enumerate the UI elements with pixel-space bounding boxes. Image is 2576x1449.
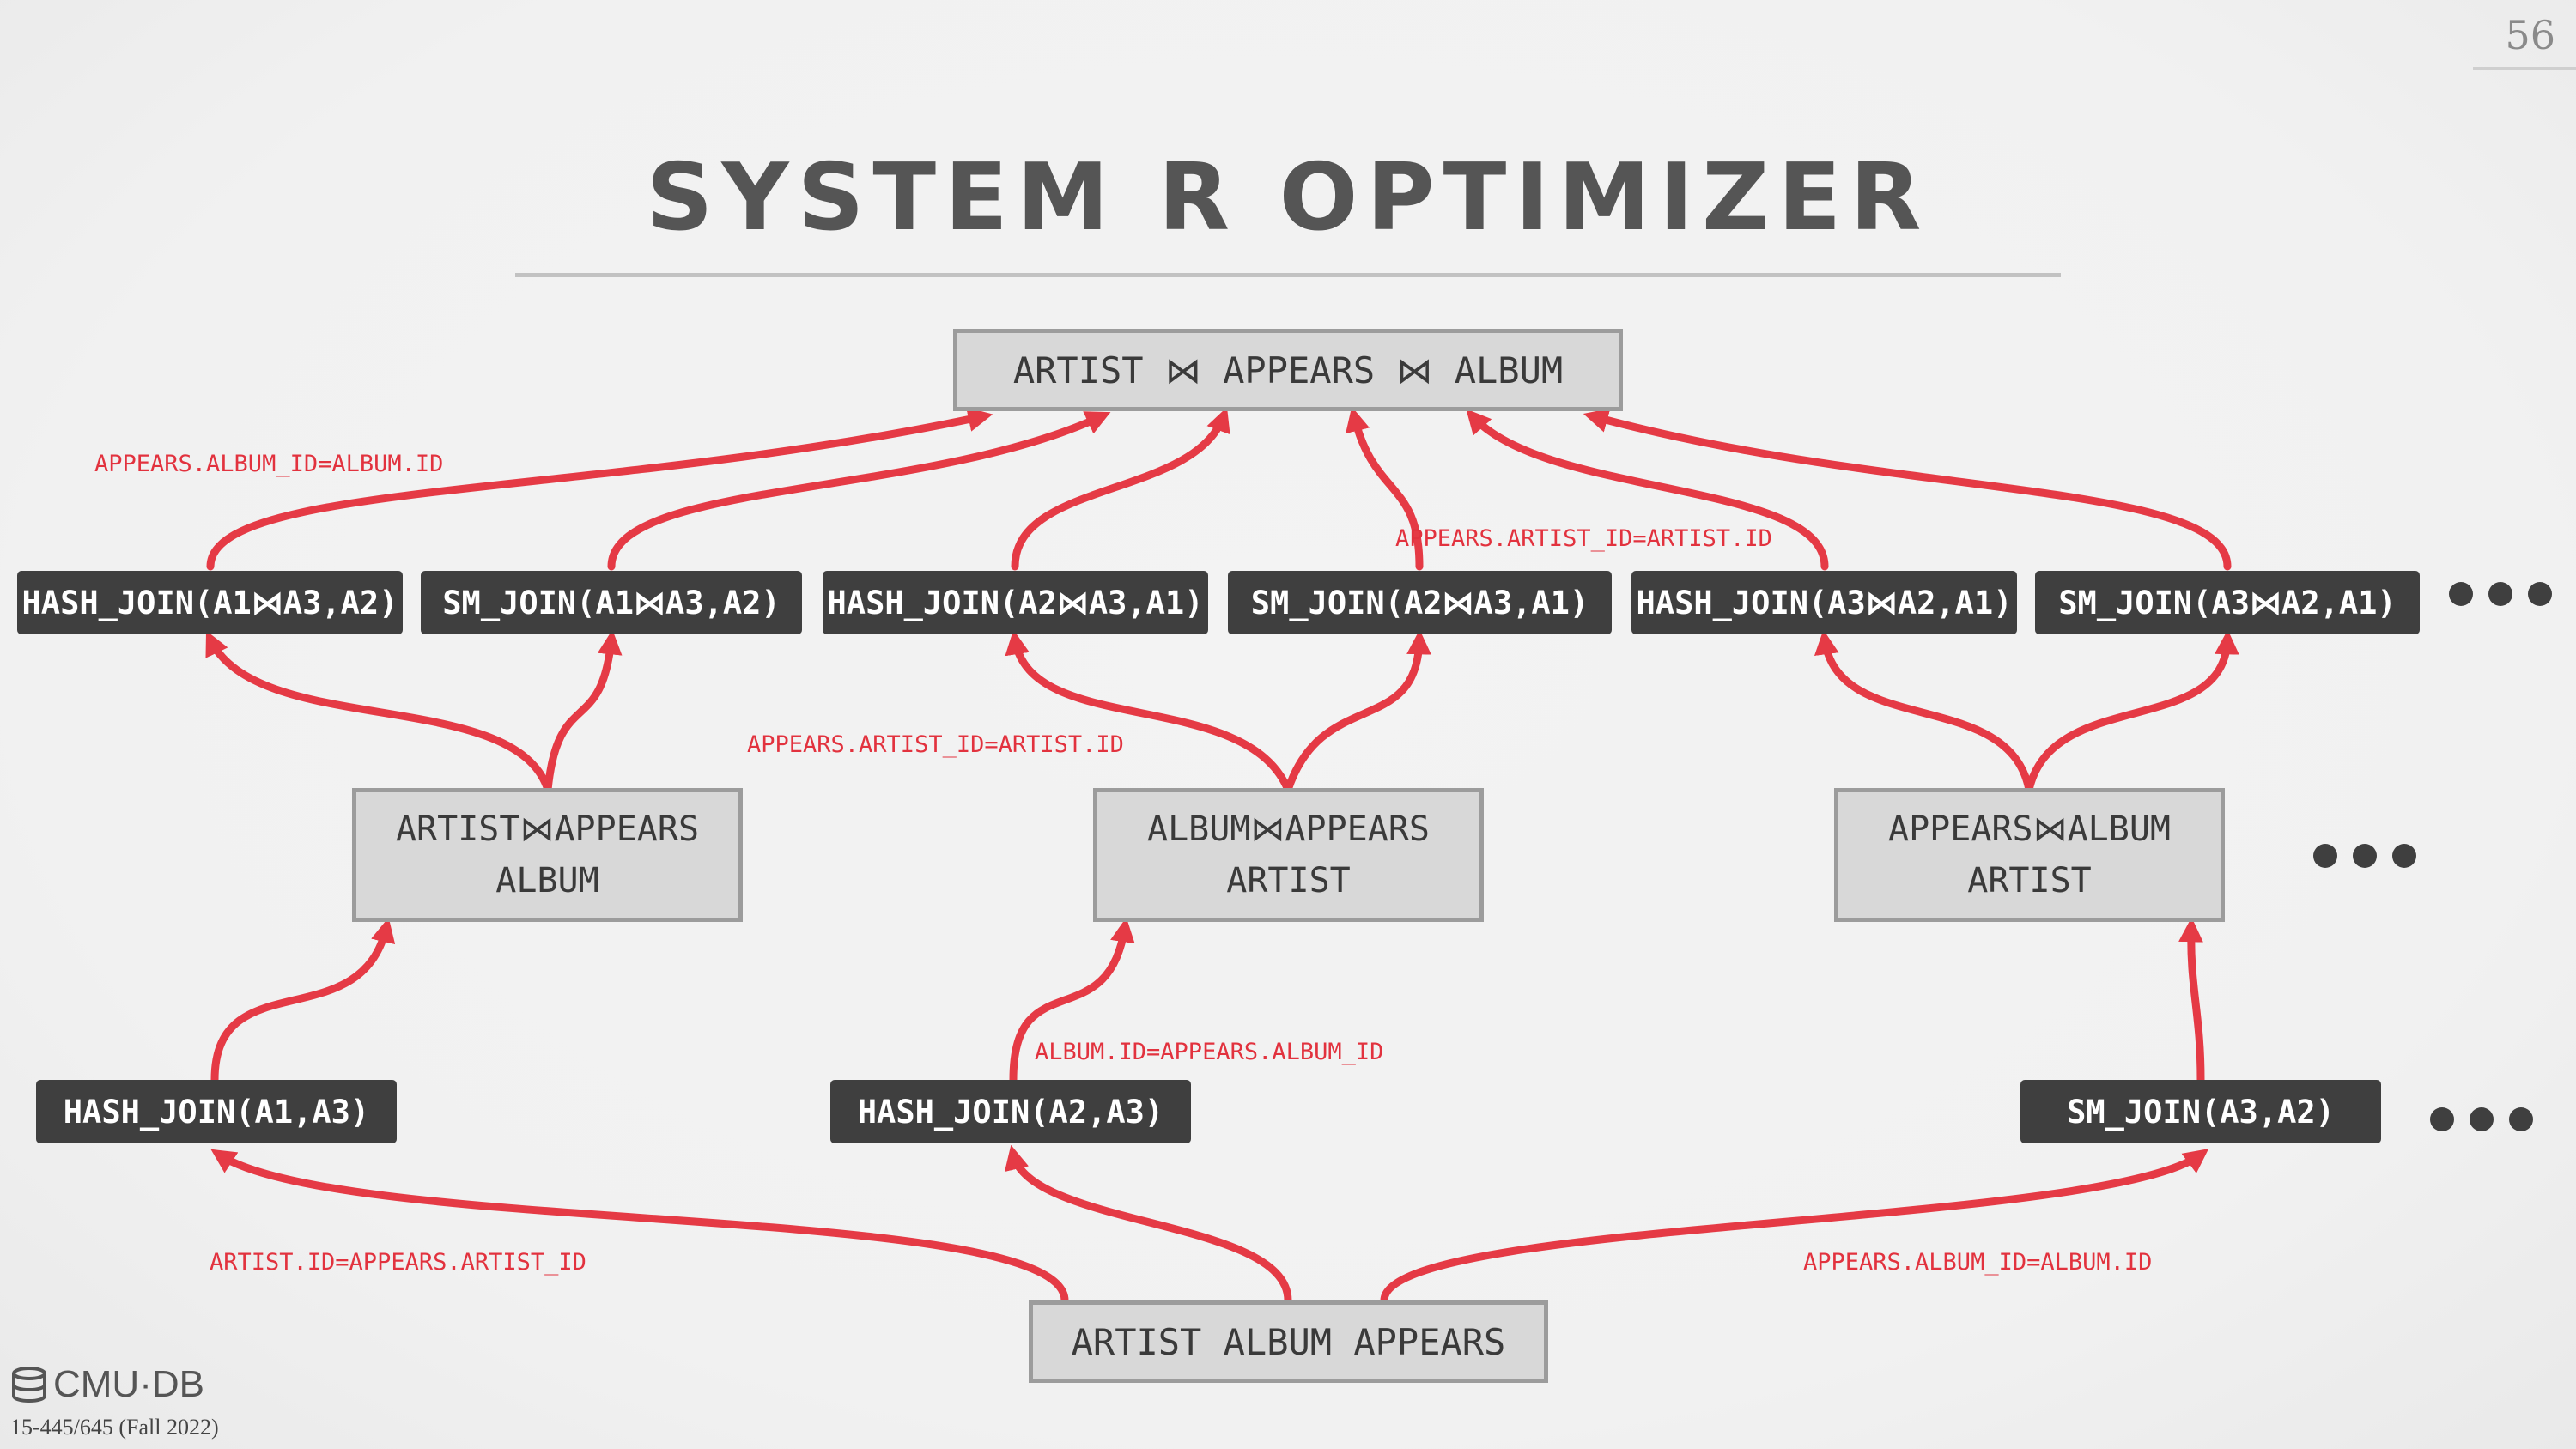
condition-artist-top: APPEARS.ARTIST_ID=ARTIST.ID bbox=[1395, 525, 1772, 552]
node-bottom-artist-album-appears: ARTIST ALBUM APPEARS bbox=[1029, 1300, 1548, 1383]
ellipsis-dot bbox=[2392, 844, 2416, 868]
ellipsis-dot bbox=[2430, 1107, 2454, 1131]
node-mid2-line2: ARTIST bbox=[1226, 861, 1351, 900]
ellipsis-dot bbox=[2488, 582, 2512, 606]
operator-sm-join-a2a3-a1: SM_JOIN(A2⋈A3,A1) bbox=[1228, 571, 1612, 634]
edge-op5-to-top bbox=[1466, 409, 1829, 571]
edge-bottom-to-lop3 bbox=[1380, 1149, 2209, 1305]
condition-artist-mid: APPEARS.ARTIST_ID=ARTIST.ID bbox=[747, 731, 1124, 758]
ellipsis-dot bbox=[2313, 844, 2337, 868]
database-icon bbox=[12, 1367, 46, 1403]
page-number: 56 bbox=[2505, 12, 2555, 58]
slide-title: SYSTEM R OPTIMIZER bbox=[646, 144, 1930, 252]
edge-mid1-to-op2 bbox=[544, 629, 623, 794]
condition-album-mid: ALBUM.ID=APPEARS.ALBUM_ID bbox=[1035, 1039, 1384, 1065]
operator-hash-join-a1-a3: HASH_JOIN(A1,A3) bbox=[36, 1080, 397, 1143]
node-top-label: ARTIST ⋈ APPEARS ⋈ ALBUM bbox=[1012, 349, 1564, 391]
edge-bottom-to-lop1 bbox=[210, 1149, 1069, 1305]
logo-text: CMU·DB bbox=[53, 1363, 204, 1405]
edge-op1-to-top bbox=[206, 407, 993, 571]
edge-mid3-to-op5 bbox=[1814, 629, 2033, 794]
edge-mid2-to-op3 bbox=[1005, 629, 1292, 794]
condition-album-top: APPEARS.ALBUM_ID=ALBUM.ID bbox=[94, 451, 444, 477]
more-dots-upper bbox=[2449, 582, 2552, 606]
node-album-appears-artist: ALBUM⋈APPEARS ARTIST bbox=[1093, 788, 1484, 922]
edge-op3-to-top bbox=[1011, 407, 1230, 571]
operator-hash-join-a2-a3: HASH_JOIN(A2,A3) bbox=[830, 1080, 1191, 1143]
ellipsis-dot bbox=[2509, 1107, 2533, 1131]
edge-op2-to-top bbox=[607, 411, 1111, 571]
operator-hash-join-a3a2-a1: HASH_JOIN(A3⋈A2,A1) bbox=[1631, 571, 2017, 634]
ellipsis-dot bbox=[2353, 844, 2377, 868]
more-dots-lower bbox=[2430, 1107, 2533, 1131]
operator-hash-join-a1a3-a2: HASH_JOIN(A1⋈A3,A2) bbox=[17, 571, 403, 634]
page-number-rule bbox=[2473, 67, 2576, 70]
edge-mid3-to-op6 bbox=[2025, 629, 2239, 794]
node-mid3-line1: APPEARS⋈ALBUM bbox=[1888, 809, 2171, 849]
ellipsis-dot bbox=[2528, 582, 2552, 606]
node-bottom-label: ARTIST ALBUM APPEARS bbox=[1071, 1320, 1506, 1363]
node-artist-appears-album: ARTIST⋈APPEARS ALBUM bbox=[352, 788, 743, 922]
edge-op6-to-top bbox=[1583, 408, 2232, 571]
edge-op4-to-top bbox=[1346, 406, 1424, 571]
node-mid3-line2: ARTIST bbox=[1967, 861, 2092, 900]
title-rule bbox=[515, 273, 2061, 277]
ellipsis-dot bbox=[2470, 1107, 2494, 1131]
operator-sm-join-a1a3-a2: SM_JOIN(A1⋈A3,A2) bbox=[421, 571, 802, 634]
node-mid2-line1: ALBUM⋈APPEARS bbox=[1147, 809, 1430, 849]
cmu-db-logo: CMU·DB bbox=[10, 1363, 204, 1406]
edge-lop2-to-mid2 bbox=[1009, 917, 1135, 1084]
condition-artist-bottom: ARTIST.ID=APPEARS.ARTIST_ID bbox=[210, 1249, 586, 1276]
edge-bottom-to-lop2 bbox=[1005, 1144, 1292, 1305]
operator-sm-join-a3a2-a1: SM_JOIN(A3⋈A2,A1) bbox=[2035, 571, 2420, 634]
ellipsis-dot bbox=[2449, 582, 2473, 606]
course-label: 15-445/645 (Fall 2022) bbox=[10, 1415, 219, 1440]
edge-lop1-to-mid1 bbox=[210, 917, 396, 1084]
operator-sm-join-a3-a2: SM_JOIN(A3,A2) bbox=[2020, 1080, 2381, 1143]
condition-album-bottom: APPEARS.ALBUM_ID=ALBUM.ID bbox=[1803, 1249, 2153, 1276]
more-dots-mid bbox=[2313, 844, 2416, 868]
edge-mid2-to-op4 bbox=[1284, 629, 1431, 794]
edge-lop3-to-mid3 bbox=[2178, 917, 2205, 1084]
node-top-artist-appears-album: ARTIST ⋈ APPEARS ⋈ ALBUM bbox=[953, 329, 1623, 411]
node-mid1-line1: ARTIST⋈APPEARS bbox=[395, 809, 700, 849]
operator-hash-join-a2a3-a1: HASH_JOIN(A2⋈A3,A1) bbox=[823, 571, 1208, 634]
edge-mid1-to-op1 bbox=[205, 630, 552, 794]
node-mid1-line2: ALBUM bbox=[495, 861, 599, 900]
node-appears-album-artist: APPEARS⋈ALBUM ARTIST bbox=[1834, 788, 2225, 922]
